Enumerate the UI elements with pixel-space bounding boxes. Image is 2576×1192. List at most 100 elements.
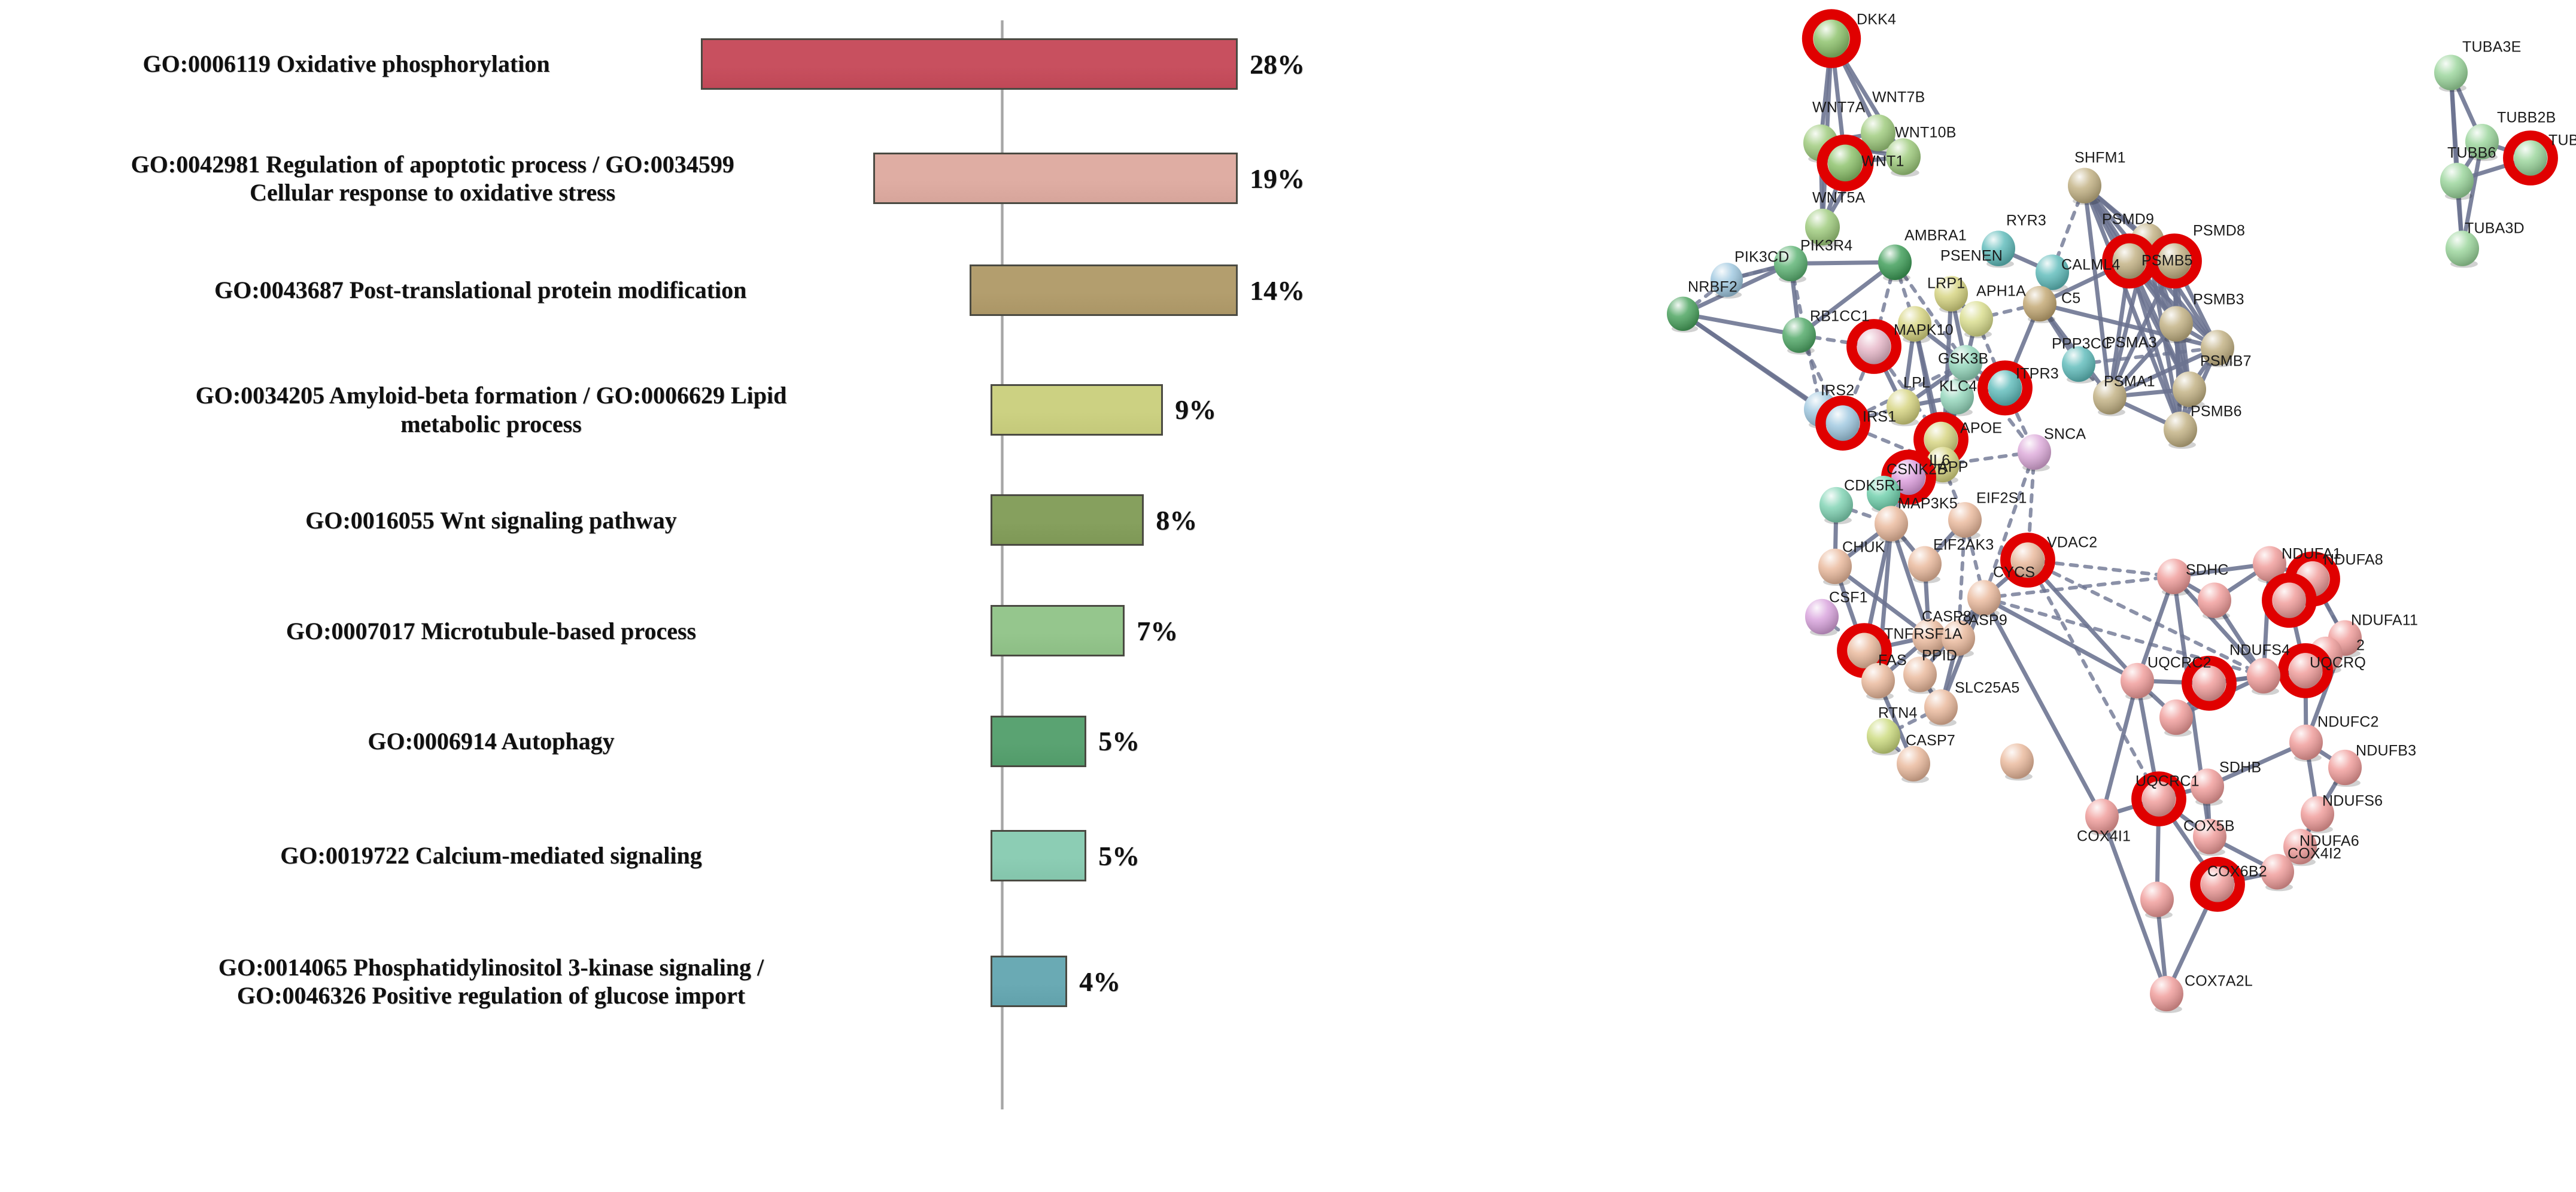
network-node[interactable]	[2173, 371, 2206, 409]
network-node[interactable]	[1940, 379, 1974, 416]
node-label: PPID	[1922, 647, 1958, 664]
network-node[interactable]	[1819, 486, 1853, 525]
network-node[interactable]	[2198, 582, 2231, 620]
network-node[interactable]	[1815, 396, 1870, 451]
node-label: PSMB7	[2200, 352, 2252, 370]
network-node[interactable]	[1774, 245, 1808, 283]
network-node[interactable]	[2301, 796, 2334, 834]
bar-rect[interactable]	[991, 715, 1087, 767]
network-node[interactable]	[2000, 533, 2055, 588]
network-node[interactable]	[1805, 598, 1839, 636]
network-node[interactable]	[2147, 233, 2202, 289]
network-node[interactable]	[1977, 360, 2033, 416]
network-node[interactable]	[1878, 244, 1912, 282]
network-node[interactable]	[2121, 662, 2154, 701]
node-gloss	[1967, 580, 2001, 616]
network-node[interactable]	[2131, 771, 2186, 826]
network-node[interactable]	[2283, 829, 2317, 866]
bar-rect[interactable]	[873, 153, 1238, 205]
network-node[interactable]	[2247, 658, 2280, 695]
node-gloss	[1892, 459, 1925, 495]
network-node[interactable]	[1782, 317, 1816, 355]
network-node[interactable]	[2446, 230, 2479, 268]
network-node[interactable]	[1861, 662, 1895, 701]
network-node[interactable]	[2182, 655, 2237, 711]
network-node[interactable]	[2018, 434, 2051, 472]
network-node[interactable]	[2159, 306, 2193, 343]
bar-category-label: GO:0007017 Microtubule-based process	[285, 617, 697, 644]
network-node[interactable]	[1867, 476, 1900, 513]
network-node[interactable]	[2440, 163, 2474, 200]
bar-rect[interactable]	[991, 384, 1164, 436]
network-node[interactable]	[1924, 689, 1958, 727]
network-node[interactable]	[1948, 502, 1982, 540]
network-node[interactable]	[2036, 254, 2069, 292]
network-node[interactable]	[1982, 230, 2015, 268]
node-gloss	[2289, 653, 2322, 689]
network-node[interactable]	[2201, 330, 2234, 367]
network-node[interactable]	[2262, 573, 2317, 628]
network-node[interactable]	[1818, 548, 1852, 586]
node-label: PSMB5	[2141, 252, 2193, 269]
network-node[interactable]	[2023, 285, 2056, 324]
bar-rect[interactable]	[991, 605, 1125, 657]
bar-rect[interactable]	[991, 494, 1144, 546]
network-node[interactable]	[2289, 724, 2323, 762]
network-node[interactable]	[1875, 506, 1908, 543]
network-node[interactable]	[1942, 620, 1975, 658]
network-node[interactable]	[2191, 768, 2224, 806]
bar-rect[interactable]	[991, 956, 1068, 1007]
network-canvas	[1667, 9, 2558, 1013]
network-node[interactable]	[1897, 746, 1930, 783]
network-node[interactable]	[1846, 319, 1901, 374]
network-node[interactable]	[1711, 263, 1743, 299]
network-node[interactable]	[1960, 301, 1993, 339]
network-node[interactable]	[1934, 276, 1968, 314]
network-node[interactable]	[1816, 134, 1874, 191]
network-node[interactable]	[2465, 124, 2499, 162]
network-node[interactable]	[1903, 656, 1937, 694]
network-node[interactable]	[2503, 130, 2558, 186]
network-node[interactable]	[1802, 9, 1861, 68]
network-node[interactable]	[2164, 411, 2197, 449]
bar-category-label: GO:0006914 Autophagy	[367, 728, 615, 755]
network-node[interactable]	[2068, 168, 2101, 205]
network-node[interactable]	[2193, 819, 2226, 856]
network-node[interactable]	[1886, 138, 1921, 177]
node-label: LRP1	[1927, 275, 1966, 292]
network-node[interactable]	[1908, 546, 1942, 583]
node-gloss	[1934, 276, 1968, 312]
network-node[interactable]	[1967, 580, 2001, 618]
node-label: C5	[2061, 290, 2081, 307]
network-node[interactable]	[1805, 208, 1840, 248]
network-node[interactable]	[2085, 798, 2119, 836]
node-label: WNT7A	[1812, 99, 1866, 116]
bar-row: GO:0014065 Phosphatidylinositol 3-kinase…	[0, 939, 1305, 1023]
network-node[interactable]	[1949, 345, 1982, 382]
network-node[interactable]	[2062, 346, 2095, 384]
bar-category-label-line2: GO:0046326 Positive regulation of glucos…	[236, 982, 746, 1009]
network-node[interactable]	[1837, 623, 1892, 679]
network-node[interactable]	[2157, 558, 2191, 596]
network-edge-dashed	[1882, 705, 1943, 738]
node-label: CASP8	[1922, 608, 1972, 625]
network-node[interactable]	[2434, 54, 2468, 92]
network-node[interactable]	[2000, 743, 2034, 781]
bar-rect[interactable]	[969, 264, 1238, 316]
bar-rect[interactable]	[701, 38, 1238, 90]
node-gloss	[2093, 379, 2127, 415]
network-node[interactable]	[1898, 306, 1931, 343]
network-node[interactable]	[2093, 379, 2127, 416]
network-node[interactable]	[2159, 699, 2193, 737]
network-node[interactable]	[2278, 643, 2333, 698]
network-node[interactable]	[1667, 296, 1699, 333]
network-node[interactable]	[1867, 718, 1900, 756]
network-node[interactable]	[2150, 975, 2183, 1013]
network-node[interactable]	[2261, 854, 2294, 892]
network-node[interactable]	[1887, 389, 1920, 427]
network-node[interactable]	[1912, 619, 1946, 656]
network-node[interactable]	[2328, 749, 2362, 787]
network-node[interactable]	[2190, 856, 2245, 912]
network-node[interactable]	[2140, 881, 2174, 919]
bar-rect[interactable]	[991, 830, 1087, 881]
